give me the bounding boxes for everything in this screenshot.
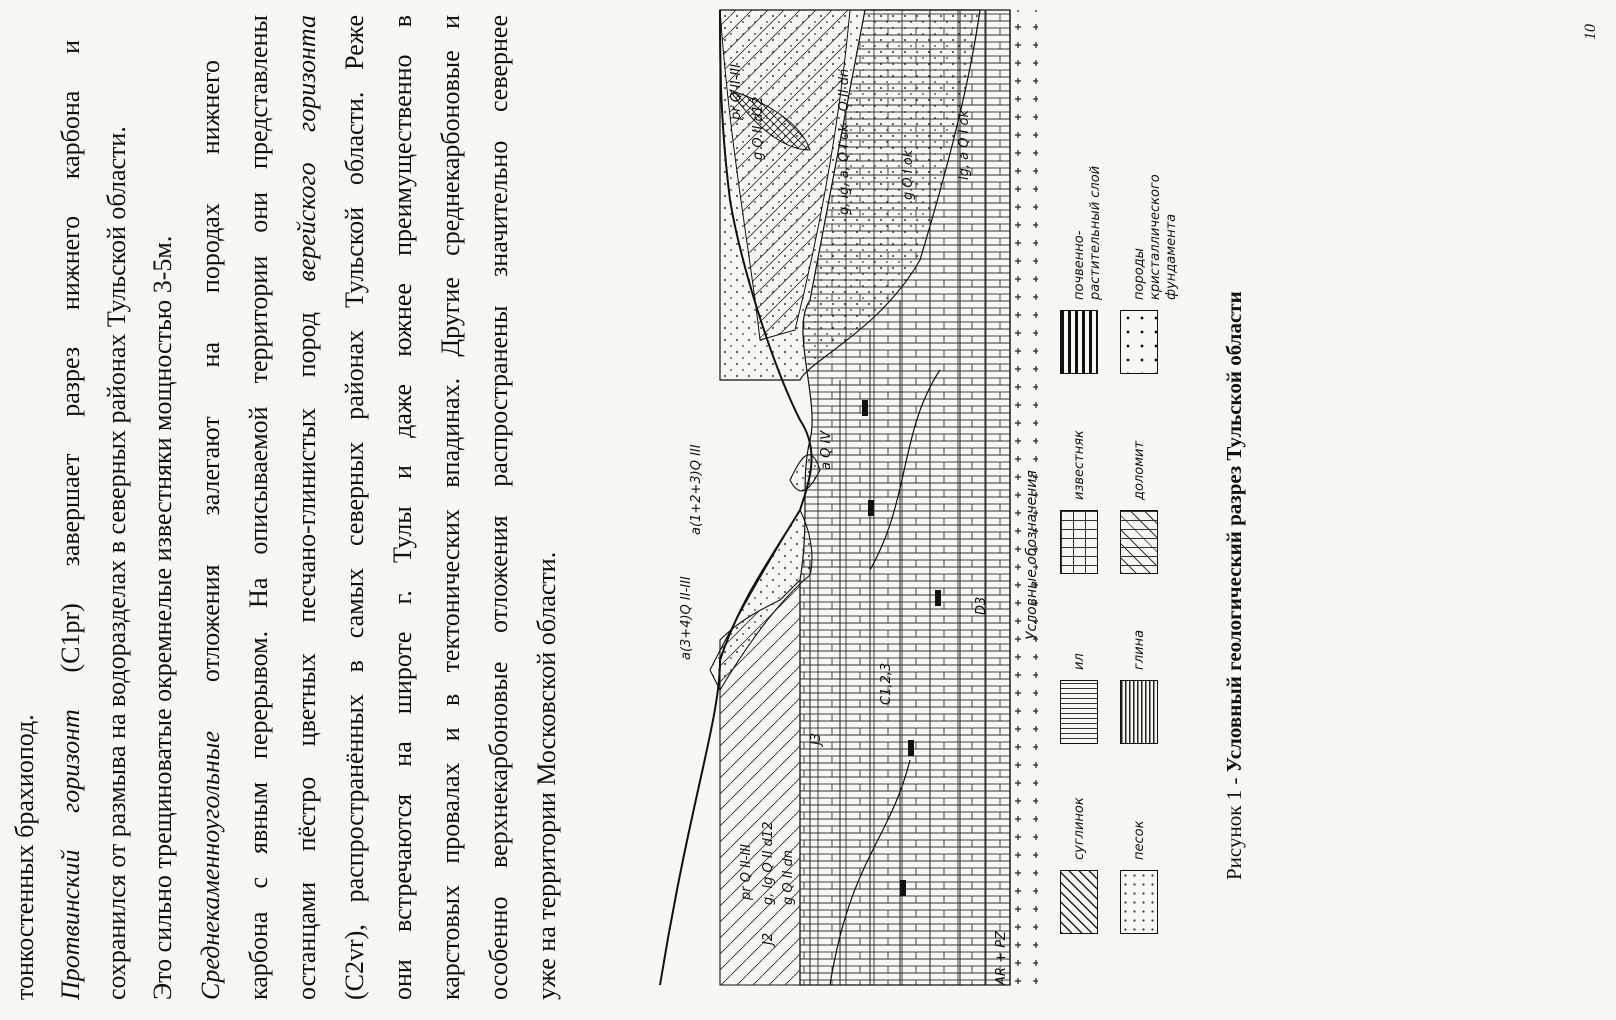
legend-label: песок — [1132, 820, 1147, 860]
label-l6: C1,2,3 — [879, 663, 894, 705]
label-l9: a(1+2+3)Q III — [689, 444, 704, 535]
text-line: карбона с явным перерывом. На описываемо… — [244, 15, 273, 1000]
label-r5: lg, a Q I ok — [957, 109, 972, 180]
text-line: карстовых провалах и в тектонических впа… — [436, 15, 465, 1000]
cross-section — [659, 9, 1038, 986]
label-l1: pr Q II-III — [739, 844, 754, 901]
label-l5: J3 — [809, 733, 824, 748]
legend-swatch-wavy — [1060, 680, 1098, 744]
legend-label: почвенно-растительный слой — [1072, 165, 1103, 300]
legend-label: известняк — [1072, 430, 1087, 500]
text-line: уже на территории Московской области. — [532, 551, 561, 1000]
text-line: они встречаются на широте г. Тулы и даже… — [388, 15, 417, 1000]
legend-label: доломит — [1132, 440, 1147, 500]
legend-swatch-brick — [1060, 510, 1098, 574]
legend-swatch-cross — [1120, 310, 1158, 374]
text-line: Протвинский горизонт (C1pr) завершает ра… — [56, 40, 85, 1000]
label-l8: a(3+4)Q II-III — [679, 576, 694, 660]
moraine-layer-right — [719, 9, 851, 341]
legend-swatch-dots — [1120, 870, 1158, 934]
text-line: особенно верхнекарбоновые отложения расп… — [484, 15, 513, 1000]
legend-swatch-hatch — [1060, 870, 1098, 934]
legend-swatch-brickdiag — [1120, 510, 1158, 574]
text-line: Это сильно трещиноватые окремнелые извес… — [148, 235, 177, 1000]
text-line: останцами пёстро цветных песчано-глинист… — [292, 15, 321, 1000]
legend-label: глина — [1132, 629, 1147, 670]
alluvium-valley-2 — [789, 454, 821, 492]
alluvium-valley-1 — [709, 508, 813, 692]
legend-label: породы кристаллического фундамента — [1132, 174, 1179, 300]
label-r3: g, lg, a, Q I ok - Q II dn — [837, 69, 852, 215]
surface-line — [659, 9, 813, 986]
label-r4: g Q I ok — [901, 149, 916, 200]
legend-label: суглинок — [1072, 797, 1087, 860]
label-l7: D3 — [974, 597, 989, 615]
label-r1: pr Q II-III — [729, 64, 744, 121]
geological-section-figure: AR + PZ pr Q II-III g, lg Q II d12 g Q I… — [659, 9, 1040, 986]
text-line: (C2vr), распространённых в самых северны… — [340, 15, 369, 1000]
label-l2: g, lg Q II d12 — [761, 822, 776, 905]
page-number: 10 — [1582, 24, 1599, 40]
legend-swatch-vlines — [1120, 680, 1158, 744]
peat-lens — [728, 89, 811, 151]
text-line: сохранился от размыва на водоразделах в … — [102, 126, 131, 1000]
label-basement: AR + PZ — [994, 930, 1009, 986]
legend-swatch-soil — [1060, 310, 1098, 374]
basement-layer — [1010, 10, 1038, 985]
figure-caption: Рисунок 1 - Условный геологический разре… — [1222, 291, 1246, 880]
text-line: Среднекаменноугольные отложения залегают… — [196, 60, 225, 1000]
text-line: тонкостенных брахиопод. — [10, 714, 39, 1000]
legend-title: Условные обозначения — [1024, 470, 1040, 640]
label-l3: g Q II dn — [781, 850, 796, 905]
label-l4: J2 — [761, 933, 776, 948]
label-r2: g Q II d12 — [751, 97, 766, 160]
legend-label: ил — [1072, 653, 1087, 670]
label-l10: a Q IV — [819, 430, 834, 470]
